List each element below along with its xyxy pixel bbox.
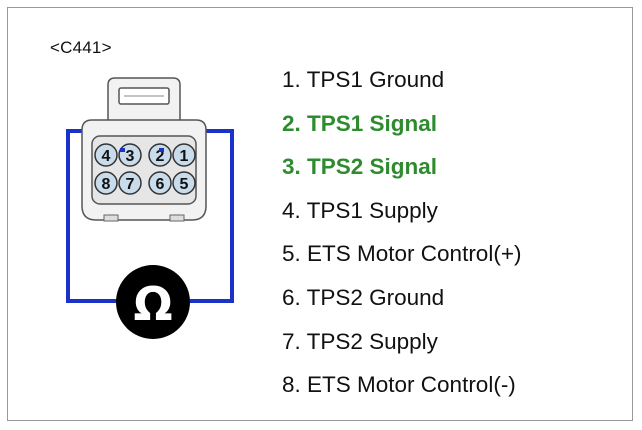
pin-row-bottom: 8 7 6 5 <box>94 171 196 195</box>
pin-4-number: 4 <box>102 148 111 165</box>
pin-desc-1: 1. TPS1 Ground <box>282 67 445 92</box>
pin-8-number: 8 <box>102 176 111 193</box>
pin-6: 6 <box>148 171 172 195</box>
pin-desc-7: 7. TPS2 Supply <box>282 328 438 354</box>
pin-desc-2: 2. TPS1 Signal <box>282 110 438 136</box>
pin-5: 5 <box>172 171 196 195</box>
pin-6-number: 6 <box>156 176 165 193</box>
ohmmeter-icon: Ω <box>116 265 190 339</box>
pin-4: 4 <box>94 143 118 167</box>
pin-desc-5: 5. ETS Motor Control(+) <box>282 241 522 267</box>
pin-7-number: 7 <box>126 176 135 193</box>
pin-2-number: 2 <box>156 148 165 165</box>
pin-desc-4: 4. TPS1 Supply <box>282 197 438 223</box>
connector-id-label: <C441> <box>50 38 112 57</box>
pin-1: 1 <box>172 143 196 167</box>
pin-3: 3 <box>118 143 142 167</box>
pin-desc-3: 3. TPS2 Signal <box>282 154 438 180</box>
pin-desc-6: 6. TPS2 Ground <box>282 284 445 310</box>
pin-row-top: 4 3 2 1 <box>94 143 196 167</box>
pin-7: 7 <box>118 171 142 195</box>
pin-1-number: 1 <box>180 148 189 165</box>
pin-desc-8: 8. ETS Motor Control(-) <box>282 372 516 398</box>
pin-3-number: 3 <box>126 148 135 165</box>
pin-description-list: 1. TPS1 Ground 2. TPS1 Signal 3. TPS2 Si… <box>282 58 521 407</box>
pin-5-number: 5 <box>180 176 189 193</box>
pin-8: 8 <box>94 171 118 195</box>
pin-2: 2 <box>148 143 172 167</box>
ohm-symbol: Ω <box>133 277 172 331</box>
